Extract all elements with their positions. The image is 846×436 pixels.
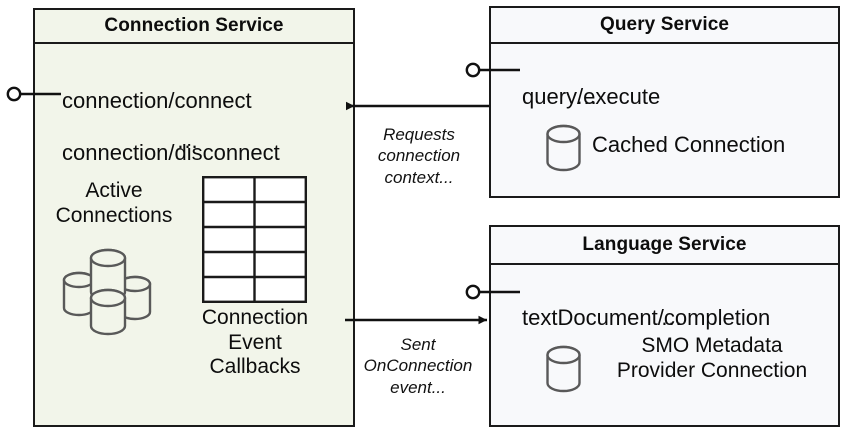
connection-event-callbacks-label: Connection Event Callbacks <box>186 306 324 380</box>
table-grid-icon <box>202 176 307 303</box>
api-connection-disconnect: connection/disconnect <box>62 139 280 165</box>
connector-label-requests-connection-context: Requests connection context... <box>355 124 483 188</box>
api-query-execute: query/execute <box>522 83 661 109</box>
connection-service-title: Connection Service <box>35 10 353 44</box>
edge2-line-1: Sent <box>400 335 436 354</box>
callbacks-line-2: Event <box>228 330 282 354</box>
active-connections-label: Active Connections <box>40 179 188 228</box>
query-service-api-ellipsis: ... <box>576 84 598 109</box>
connection-service-api-ellipsis: ... <box>177 128 199 153</box>
edge1-line-3: context... <box>384 167 454 187</box>
component-query-service[interactable]: Query Service <box>489 6 840 198</box>
edge2-line-2: OnConnection <box>363 356 473 376</box>
component-language-service[interactable]: Language Service <box>489 225 840 427</box>
language-service-title: Language Service <box>491 227 838 265</box>
smo-line-1: SMO Metadata <box>641 334 783 357</box>
edge1-line-2: connection <box>377 146 461 166</box>
callbacks-line-3: Callbacks <box>209 355 301 379</box>
smo-metadata-provider-connection-label: SMO Metadata Provider Connection <box>592 334 832 383</box>
smo-line-2: Provider Connection <box>616 358 808 382</box>
language-service-interface-lollipop[interactable] <box>465 284 520 300</box>
language-service-api-ellipsis: ... <box>661 305 683 330</box>
database-icon <box>546 124 581 172</box>
query-service-api-list: query/execute <box>522 58 822 136</box>
active-connections-line-2: Connections <box>55 203 173 227</box>
cached-connection-label: Cached Connection <box>592 132 786 157</box>
connection-service-interface-lollipop[interactable] <box>6 86 61 102</box>
language-service-api-list: textDocument/completion <box>522 279 842 357</box>
active-connections-line-1: Active <box>85 179 143 202</box>
query-service-title: Query Service <box>491 8 838 44</box>
api-connection-connect: connection/connect <box>62 87 252 113</box>
database-cluster-icon <box>62 248 152 336</box>
query-service-interface-lollipop[interactable] <box>465 62 520 78</box>
connection-service-api-list: connection/connect connection/disconnect <box>62 62 352 192</box>
connector-label-sent-onconnection-event: Sent OnConnection event... <box>352 334 484 398</box>
edge1-line-1: Requests <box>383 125 455 144</box>
edge2-line-3: event... <box>390 377 446 397</box>
callbacks-line-1: Connection <box>201 306 309 329</box>
database-icon-2 <box>546 345 581 393</box>
api-textdocument-completion: textDocument/completion <box>522 304 771 330</box>
